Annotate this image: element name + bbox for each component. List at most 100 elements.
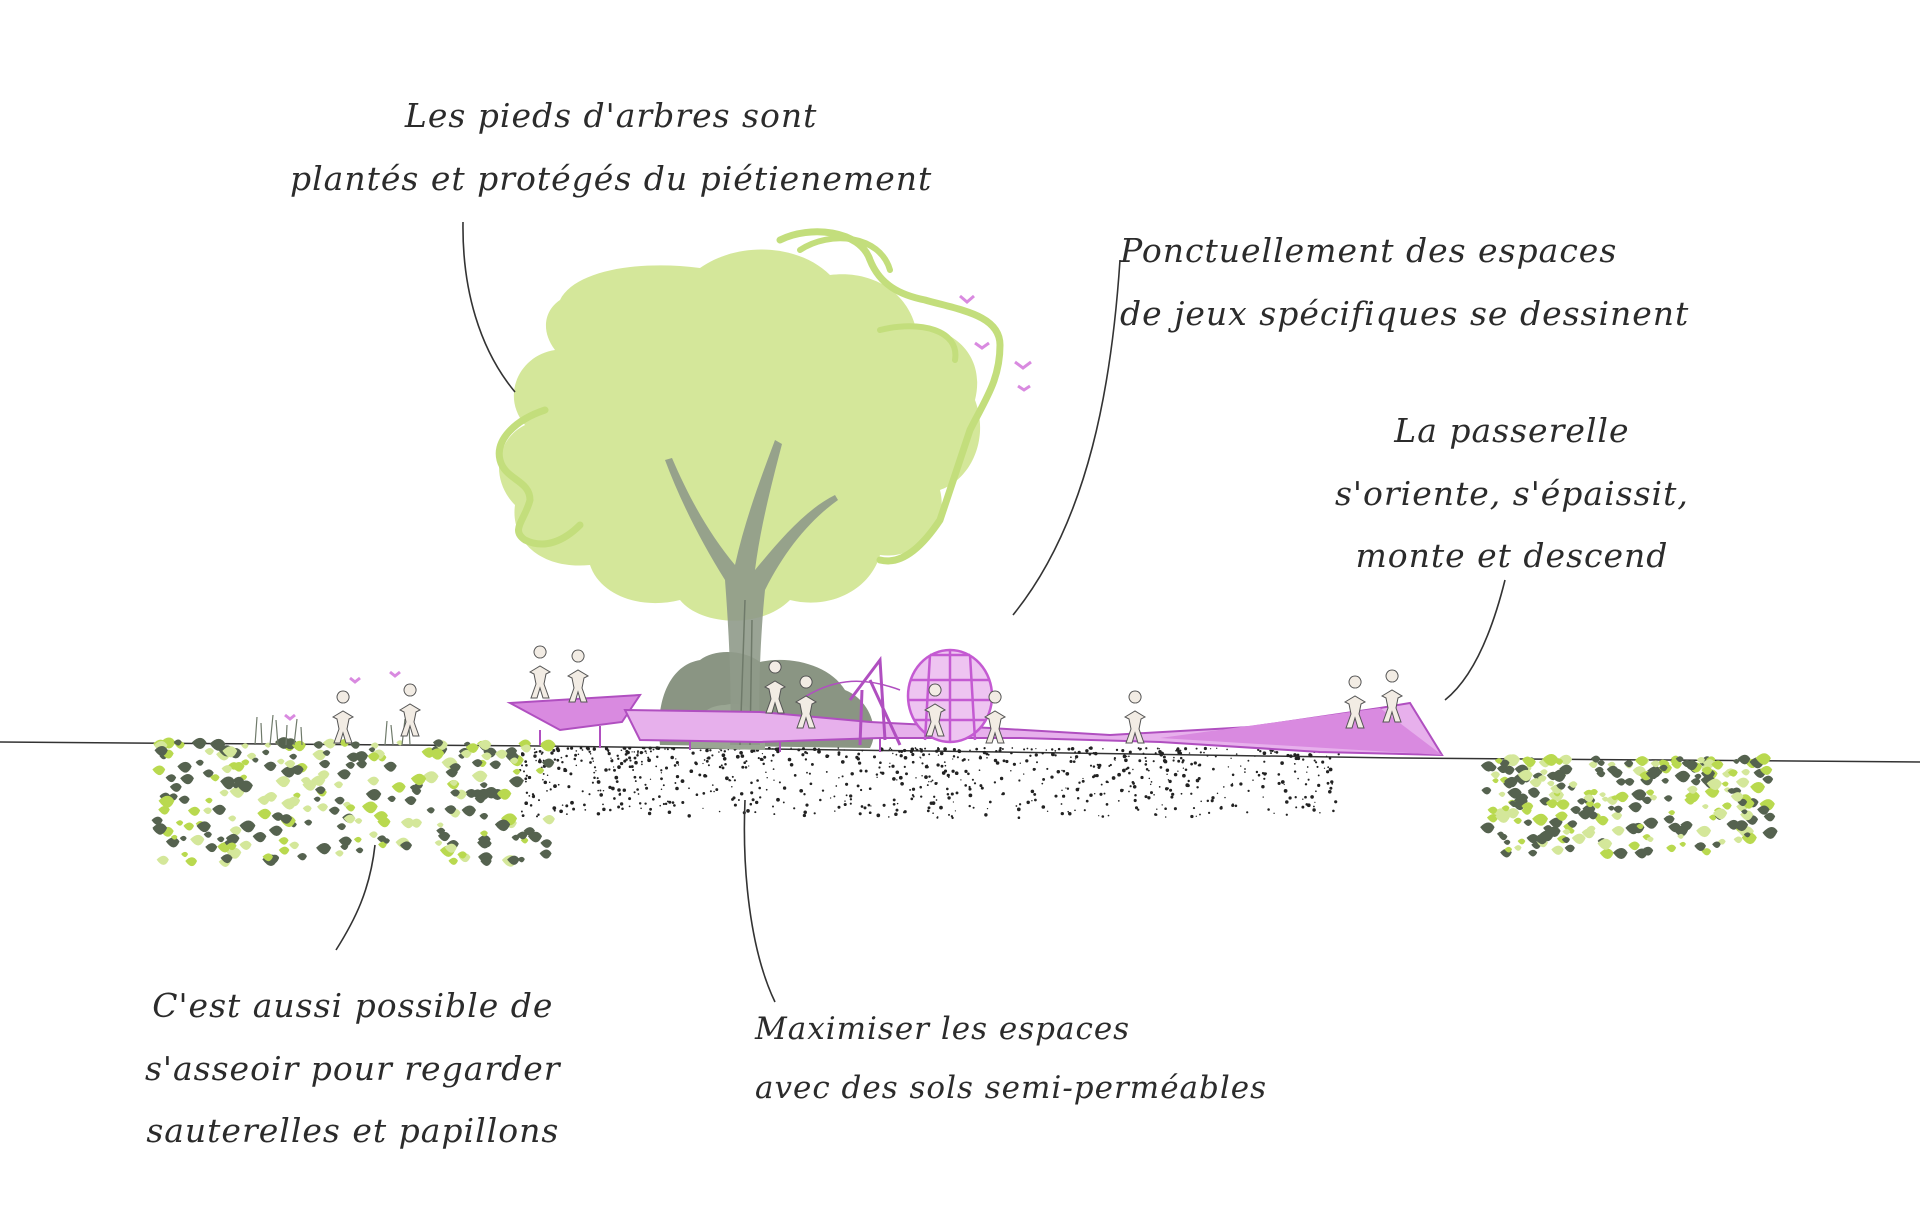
- soil-speck: [586, 746, 590, 751]
- soil-speck: [1323, 767, 1326, 769]
- leaf-mark: [353, 751, 369, 763]
- soil-speck: [707, 764, 710, 767]
- soil-speck: [1334, 800, 1338, 804]
- soil-speck: [932, 812, 934, 814]
- soil-speck: [840, 760, 845, 764]
- soil-speck: [1332, 809, 1335, 813]
- soil-speck: [1065, 771, 1070, 776]
- soil-speck: [1187, 779, 1190, 783]
- soil-speck: [1277, 773, 1281, 776]
- soil-speck: [954, 771, 959, 776]
- leaf-mark: [1492, 778, 1499, 784]
- soil-speck: [995, 750, 998, 753]
- soil-speck: [952, 758, 954, 760]
- soil-speck: [1051, 748, 1054, 751]
- leaf-mark: [315, 786, 326, 795]
- leaf-mark: [1555, 772, 1566, 780]
- soil-speck: [843, 749, 845, 751]
- soil-speck: [1119, 788, 1124, 793]
- soil-speck: [589, 761, 592, 764]
- soil-speck: [602, 807, 606, 812]
- leaf-mark: [1610, 768, 1623, 778]
- soil-speck: [531, 795, 536, 799]
- annotation-line: sauterelles et papillons: [146, 1111, 560, 1151]
- soil-speck: [524, 760, 528, 763]
- soil-speck: [652, 748, 655, 751]
- soil-speck: [1227, 766, 1230, 768]
- soil-speck: [982, 750, 987, 755]
- soil-speck: [735, 754, 740, 759]
- soil-speck: [1167, 779, 1170, 781]
- play-sphere: [799, 648, 994, 744]
- soil-speck: [1088, 746, 1092, 750]
- soil-speck: [1162, 755, 1166, 759]
- soil-speck: [972, 806, 975, 809]
- soil-speck: [577, 753, 580, 756]
- soil-speck: [604, 768, 608, 772]
- soil-speck: [597, 789, 600, 792]
- leaf-mark: [1480, 761, 1495, 772]
- soil-speck: [1082, 777, 1084, 780]
- soil-speck: [1081, 779, 1085, 783]
- soil-speck: [718, 765, 722, 769]
- person-figure: [923, 683, 947, 737]
- soil-speck: [566, 747, 570, 750]
- leaf-mark: [520, 744, 532, 753]
- leaf-mark: [1625, 823, 1641, 835]
- soil-speck: [1277, 781, 1281, 785]
- leaf-mark: [1562, 829, 1571, 835]
- soil-speck: [1016, 807, 1021, 812]
- soil-speck: [955, 791, 959, 795]
- leaf-mark: [246, 752, 257, 760]
- soil-speck: [1125, 767, 1128, 771]
- leaf-mark: [202, 769, 214, 778]
- leaf-mark: [542, 814, 555, 825]
- soil-speck: [1051, 752, 1055, 757]
- soil-speck: [1045, 749, 1048, 751]
- soil-speck: [729, 779, 732, 782]
- leaf-mark: [373, 811, 388, 822]
- soil-speck: [793, 807, 796, 810]
- soil-speck: [636, 754, 639, 757]
- soil-speck: [644, 750, 647, 753]
- soil-speck: [1190, 814, 1194, 819]
- soil-speck: [748, 765, 750, 767]
- leaf-mark: [1613, 848, 1628, 860]
- soil-speck: [1319, 812, 1321, 814]
- soil-speck: [1138, 748, 1142, 751]
- soil-speck: [856, 784, 860, 788]
- soil-speck: [1126, 755, 1128, 758]
- leaf-mark: [479, 813, 489, 820]
- soil-speck: [619, 802, 624, 806]
- soil-speck: [1271, 749, 1274, 753]
- soil-speck: [979, 756, 982, 759]
- soil-speck: [542, 772, 545, 775]
- soil-speck: [930, 780, 932, 783]
- soil-speck: [1234, 804, 1238, 808]
- leaf-mark: [1571, 833, 1586, 845]
- soil-speck: [731, 785, 733, 788]
- leaf-mark: [434, 840, 443, 846]
- leaf-mark: [229, 826, 242, 836]
- leaf-mark: [489, 760, 501, 770]
- soil-speck: [1179, 756, 1183, 760]
- leaf-mark: [345, 761, 355, 769]
- soil-speck: [1261, 784, 1265, 789]
- soil-speck: [737, 799, 740, 801]
- soil-speck: [1166, 773, 1168, 775]
- soil-speck: [613, 768, 616, 772]
- leaf-mark: [461, 805, 476, 817]
- leaf-mark: [365, 789, 382, 801]
- leaf-mark: [1548, 817, 1563, 828]
- soil-speck: [592, 760, 595, 762]
- leaf-mark: [334, 796, 345, 805]
- leaf-mark: [1721, 781, 1729, 787]
- leaf-mark: [1690, 778, 1701, 786]
- soil-speck: [1098, 815, 1100, 817]
- leaf-mark: [1513, 817, 1522, 825]
- leaf-mark: [1733, 836, 1743, 844]
- leaf-mark: [210, 774, 220, 782]
- soil-speck: [675, 761, 679, 765]
- soil-speck: [1158, 748, 1161, 750]
- soil-speck: [810, 762, 814, 766]
